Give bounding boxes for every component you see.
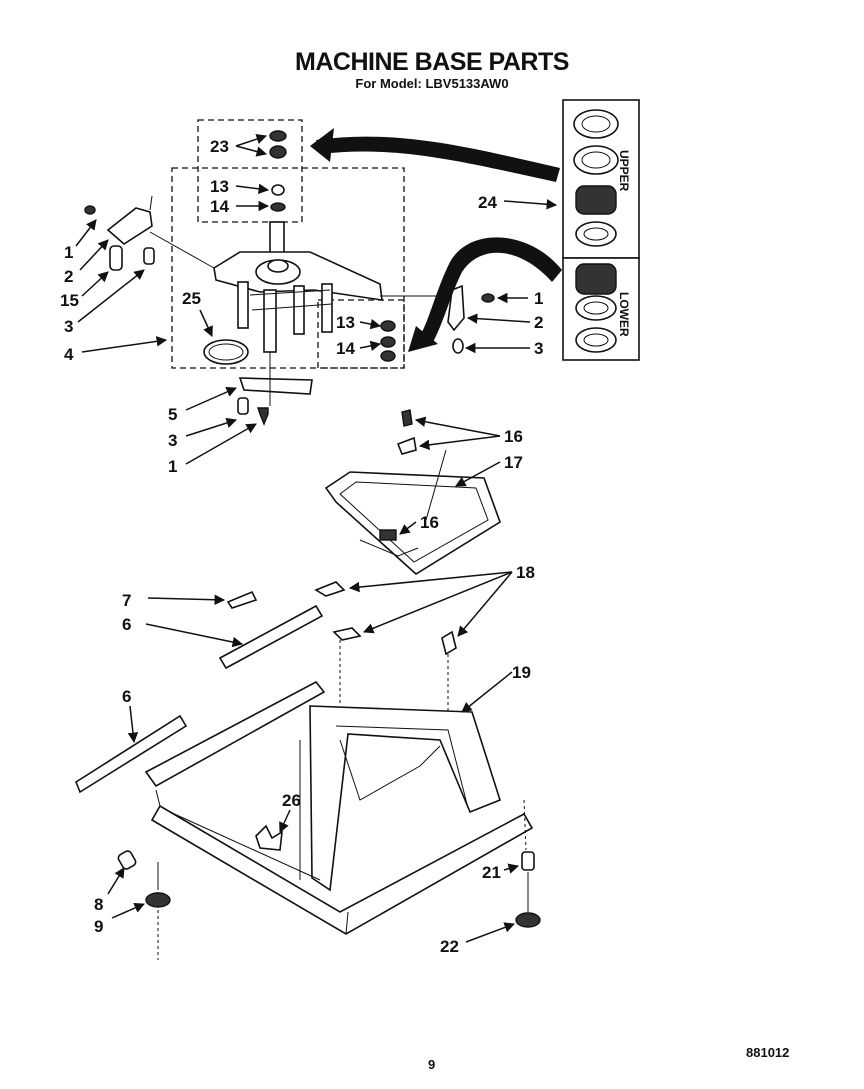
document-code: 881012 bbox=[746, 1045, 790, 1060]
callout-3-lower: 3 bbox=[168, 431, 177, 450]
callout-16-top: 16 bbox=[504, 427, 523, 446]
callout-9: 9 bbox=[94, 917, 103, 936]
page-title: MACHINE BASE PARTS bbox=[295, 48, 569, 76]
kit-label-lower: LOWER bbox=[617, 292, 631, 337]
machine-base bbox=[75, 581, 541, 960]
callout-3-right: 3 bbox=[534, 339, 543, 358]
gearcase-assembly bbox=[84, 119, 495, 426]
callout-5: 5 bbox=[168, 405, 177, 424]
callout-3-left: 3 bbox=[64, 317, 73, 336]
top-frame-assembly bbox=[324, 409, 501, 575]
callout-25: 25 bbox=[182, 289, 201, 308]
model-subtitle: For Model: LBV5133AW0 bbox=[355, 76, 509, 91]
callout-13-top: 13 bbox=[210, 177, 229, 196]
callout-14-top: 14 bbox=[210, 197, 229, 216]
callout-8: 8 bbox=[94, 895, 103, 914]
callout-26: 26 bbox=[282, 791, 301, 810]
callout-1-right: 1 bbox=[534, 289, 543, 308]
callout-6-upper: 6 bbox=[122, 615, 131, 634]
callout-17: 17 bbox=[504, 453, 523, 472]
callout-18: 18 bbox=[516, 563, 535, 582]
callout-1-lower: 1 bbox=[168, 457, 177, 476]
callout-7: 7 bbox=[122, 591, 131, 610]
kit-label-upper: UPPER bbox=[617, 150, 631, 192]
callout-leaders bbox=[75, 134, 558, 943]
callout-22: 22 bbox=[440, 937, 459, 956]
callout-13-inner: 13 bbox=[336, 313, 355, 332]
callout-21: 21 bbox=[482, 863, 501, 882]
callout-16-frame: 16 bbox=[420, 513, 439, 532]
callout-4: 4 bbox=[64, 345, 74, 364]
page-number: 9 bbox=[428, 1057, 436, 1072]
callout-2-left: 2 bbox=[64, 267, 73, 286]
callout-1-left: 1 bbox=[64, 243, 73, 262]
callout-19: 19 bbox=[512, 663, 531, 682]
callout-6-lower: 6 bbox=[122, 687, 131, 706]
callout-2-right: 2 bbox=[534, 313, 543, 332]
callout-24: 24 bbox=[478, 193, 497, 212]
callout-14-inner: 14 bbox=[336, 339, 355, 358]
transmission-bearing-kit: UPPER LOWER bbox=[310, 99, 640, 361]
callout-23: 23 bbox=[210, 137, 229, 156]
callout-15: 15 bbox=[60, 291, 79, 310]
callout-numbers: 23 13 14 1 2 15 3 4 25 13 14 24 1 2 3 5 … bbox=[60, 137, 543, 956]
